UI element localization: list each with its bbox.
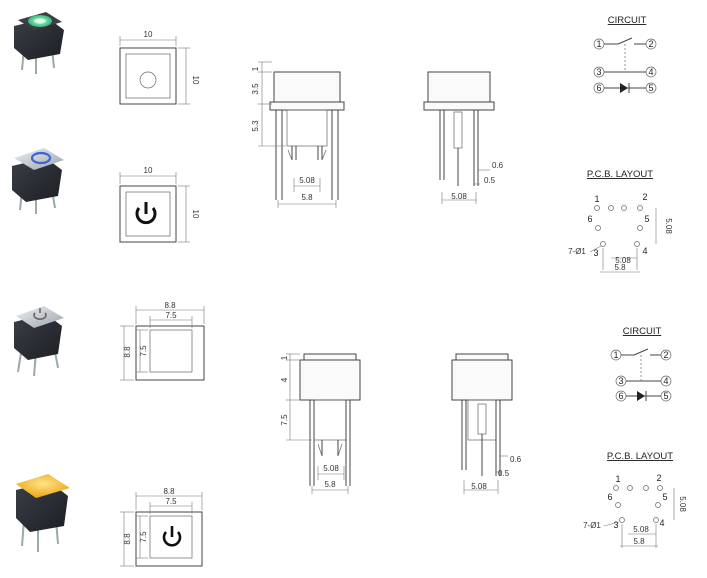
pin-label: 2 (663, 350, 668, 360)
inner-height-label: 7.5 (139, 531, 148, 543)
circuit-title: CIRCUIT (623, 326, 662, 337)
pin-label: 1 (594, 194, 599, 204)
pin-label: 5 (648, 83, 653, 93)
outer-width-label: 8.8 (164, 301, 176, 310)
outer-width-label: 8.8 (163, 487, 175, 496)
front-view-top-a: 10 10 (119, 30, 200, 105)
end-view-bottom: 0.6 0.5 5.08 (451, 353, 522, 494)
vertical-pitch-label: 5.08 (678, 496, 687, 512)
pcb-layout-bottom: P.C.B. LAYOUT 1 2 6 5 3 4 7-Ø1 5.08 5.8 … (583, 451, 687, 548)
pin-label: 3 (593, 248, 598, 258)
outer-height-label: 8.8 (123, 533, 132, 545)
inner-height-label: 7.5 (139, 345, 148, 357)
pin-label: 1 (613, 350, 618, 360)
pin-label: 1 (596, 39, 601, 49)
circuit-title: CIRCUIT (608, 15, 647, 26)
side-view-bottom: 1 4 7.5 5.08 5.8 (280, 353, 361, 494)
pitch-label: 5.08 (471, 482, 487, 491)
pitch-label: 5.08 (323, 464, 339, 473)
pin-label: 4 (663, 376, 668, 386)
total-width-label: 5.8 (301, 193, 313, 202)
pcb-layout-top: P.C.B. LAYOUT 1 2 6 5 3 4 7-Ø1 5.08 5.8 … (568, 169, 673, 273)
hole-callout: 7-Ø1 (568, 247, 586, 256)
switch-photo-green (14, 12, 64, 74)
pcb-title: P.C.B. LAYOUT (607, 451, 673, 462)
pin-label: 5 (662, 492, 667, 502)
dim-label: 1 (251, 66, 260, 71)
dim-label: 5.3 (251, 120, 260, 132)
pin-label: 6 (587, 214, 592, 224)
pin-label: 3 (596, 67, 601, 77)
inner-width-label: 7.5 (165, 497, 177, 506)
hole-callout: 7-Ø1 (583, 521, 601, 530)
switch-photo-blue-power (12, 148, 64, 214)
side-view-top: 1 3.5 5.3 5.08 5.8 (251, 61, 345, 208)
yellow-led-icon (16, 474, 70, 498)
power-symbol-icon (33, 312, 47, 320)
pin-label: 5 (644, 214, 649, 224)
width-label: 10 (144, 166, 153, 175)
power-ring-icon (30, 151, 52, 165)
total-width-label: 5.8 (633, 537, 645, 546)
vertical-pitch-label: 5.08 (664, 218, 673, 234)
height-label: 10 (191, 210, 200, 219)
pcb-title: P.C.B. LAYOUT (587, 169, 653, 180)
pin-label: 2 (642, 192, 647, 202)
pitch-label: 5.08 (633, 525, 649, 534)
pin-label: 2 (648, 39, 653, 49)
pin-label: 4 (659, 518, 664, 528)
pin-label: 3 (613, 520, 618, 530)
front-view-top-b: 10 10 (119, 166, 200, 243)
pitch-label: 5.08 (299, 176, 315, 185)
pin-label: 6 (596, 83, 601, 93)
total-width-label: 5.8 (324, 480, 336, 489)
switch-photo-silver-power (14, 306, 64, 377)
pin-label: 3 (618, 376, 623, 386)
led-diode-icon (637, 391, 645, 401)
dim-label: 3.5 (251, 83, 260, 95)
front-view-bottom-b: 8.8 7.5 8.8 7.5 (120, 487, 203, 567)
total-width-label: 5.8 (614, 263, 626, 272)
pin-label: 4 (648, 67, 653, 77)
pin-label: 2 (656, 473, 661, 483)
pin-label: 5 (663, 391, 668, 401)
dim-label: 1 (280, 355, 289, 360)
dim-label: 4 (280, 377, 289, 382)
led-diode-icon (620, 83, 628, 93)
power-icon (162, 531, 182, 547)
offset-label: 0.5 (498, 469, 510, 478)
outer-height-label: 8.8 (123, 346, 132, 358)
pin-label: 6 (607, 492, 612, 502)
pitch-label: 5.08 (451, 192, 467, 201)
front-view-bottom-a: 8.8 7.5 8.8 7.5 (120, 301, 205, 381)
pitch-label: 5.08 (615, 256, 631, 265)
dim-label: 7.5 (280, 414, 289, 426)
pin-label: 6 (618, 391, 623, 401)
pin-width-label: 0.6 (510, 455, 522, 464)
height-label: 10 (191, 76, 200, 85)
power-icon (135, 207, 157, 225)
inner-width-label: 7.5 (165, 311, 177, 320)
pin-label: 1 (615, 474, 620, 484)
offset-label: 0.5 (484, 176, 496, 185)
circuit-bottom: CIRCUIT 1 2 3 4 6 5 (610, 326, 672, 402)
pin-label: 4 (642, 246, 647, 256)
pin-width-label: 0.6 (492, 161, 504, 170)
switch-photo-yellow (16, 474, 70, 552)
circuit-top: CIRCUIT 1 2 3 4 6 5 (593, 15, 657, 94)
width-label: 10 (144, 30, 153, 39)
end-view-top: 0.6 0.5 5.08 (423, 71, 504, 204)
